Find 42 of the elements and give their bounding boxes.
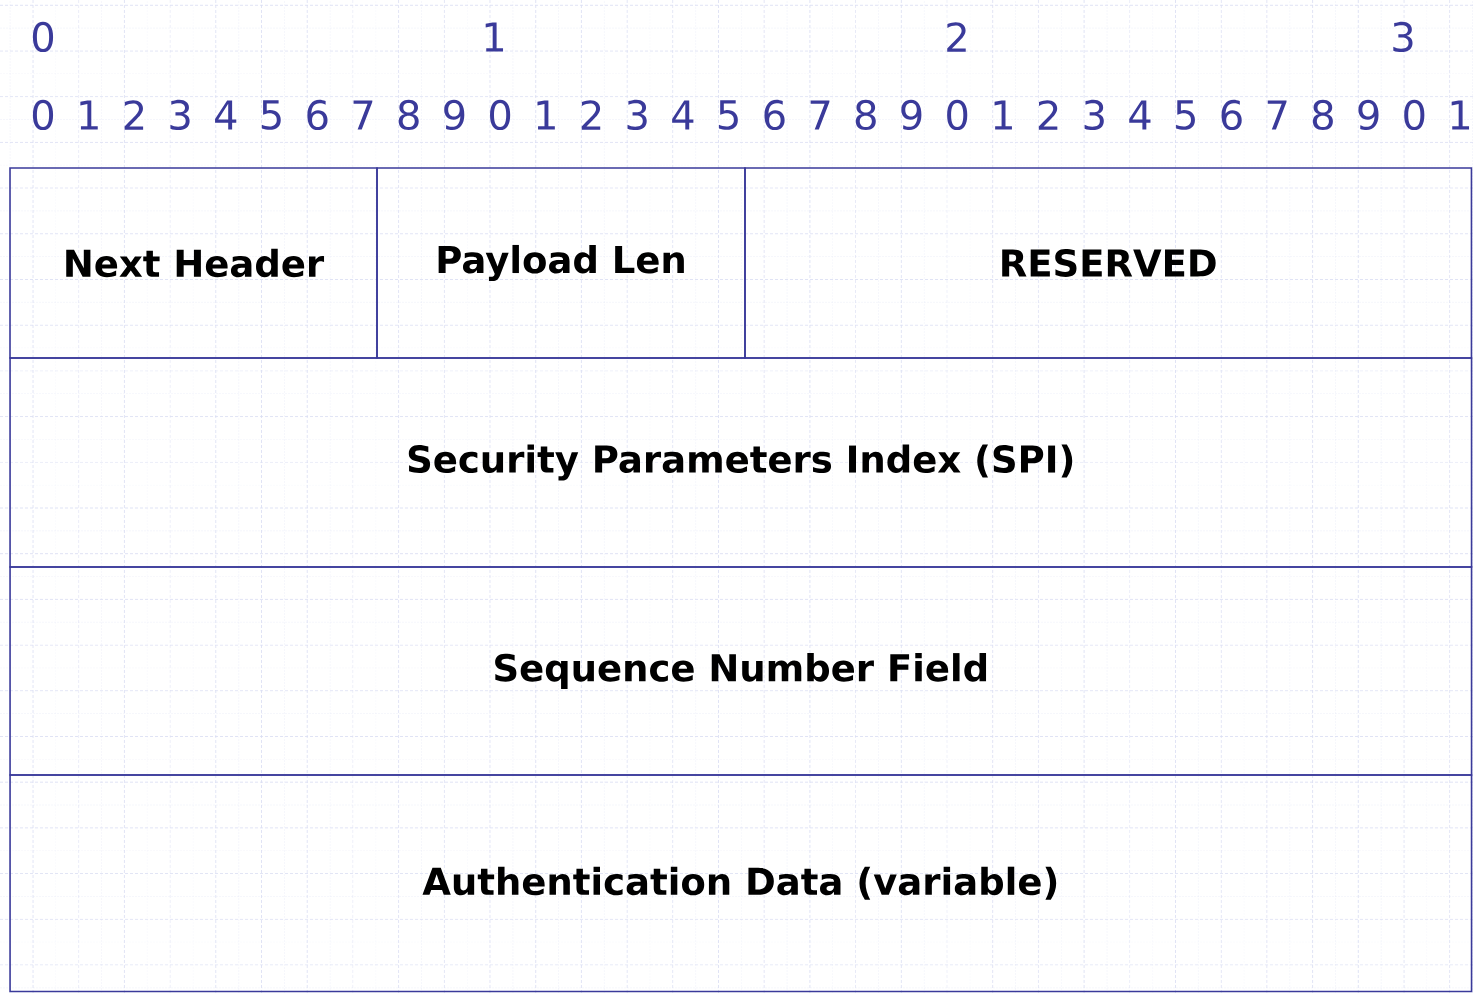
bit-number: 7 [353,100,373,130]
bit-number: 2 [1038,100,1058,130]
bit-number: 1 [1451,100,1470,130]
bit-number: 2 [947,22,966,52]
bit-number: 5 [261,100,281,130]
bit-number: 3 [1393,21,1413,53]
bit-number: 8 [1312,99,1333,131]
bit-number: 0 [947,99,968,131]
bit-number: 0 [490,99,511,131]
field-box: Payload Len [376,167,746,359]
bit-number: 0 [32,99,54,131]
bit-number: 9 [1358,99,1379,131]
bit-number: 5 [718,100,738,130]
bit-number: 1 [537,100,555,130]
bit-number: 6 [764,99,785,131]
bit-number: 2 [581,100,601,130]
bit-number: 0 [1404,99,1425,131]
bit-number: 6 [307,99,328,131]
bit-number: 2 [124,100,144,130]
field-box: Sequence Number Field [9,566,1473,776]
bit-number: 1 [485,22,504,52]
bit-number: 9 [901,99,922,131]
field-box: Next Header [9,167,378,359]
bit-number: 3 [1084,99,1104,131]
bit-number: 4 [672,100,694,130]
bit-number: 9 [444,99,465,131]
bit-number: 3 [170,99,190,131]
bit-number: 8 [398,99,419,131]
bit-number: 7 [810,100,830,130]
field-box: Authentication Data (variable) [9,774,1473,993]
bit-number: 4 [1129,100,1151,130]
bit-number: 4 [215,100,237,130]
bit-number: 0 [32,21,54,53]
field-box: RESERVED [744,167,1473,359]
bit-number: 3 [627,99,647,131]
bit-number: 1 [80,100,98,130]
bit-number: 5 [1176,100,1195,130]
bit-number: 1 [994,100,1012,130]
bit-number: 6 [1221,99,1242,131]
bit-number: 7 [1267,100,1287,130]
field-box: Security Parameters Index (SPI) [9,357,1473,568]
bit-number: 8 [855,99,876,131]
